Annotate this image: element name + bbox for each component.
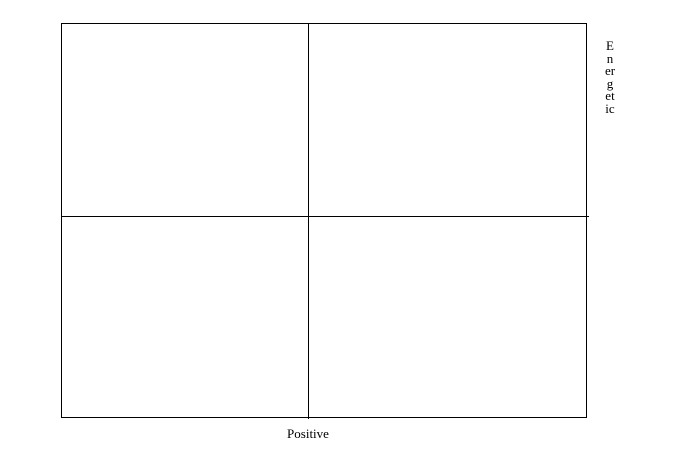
horizontal-axis-line — [61, 216, 589, 217]
x-axis-label: Positive — [287, 426, 329, 441]
y-axis-label: Energetic — [604, 38, 616, 116]
quadrant-grid — [61, 23, 587, 418]
vertical-axis-line — [308, 23, 309, 419]
